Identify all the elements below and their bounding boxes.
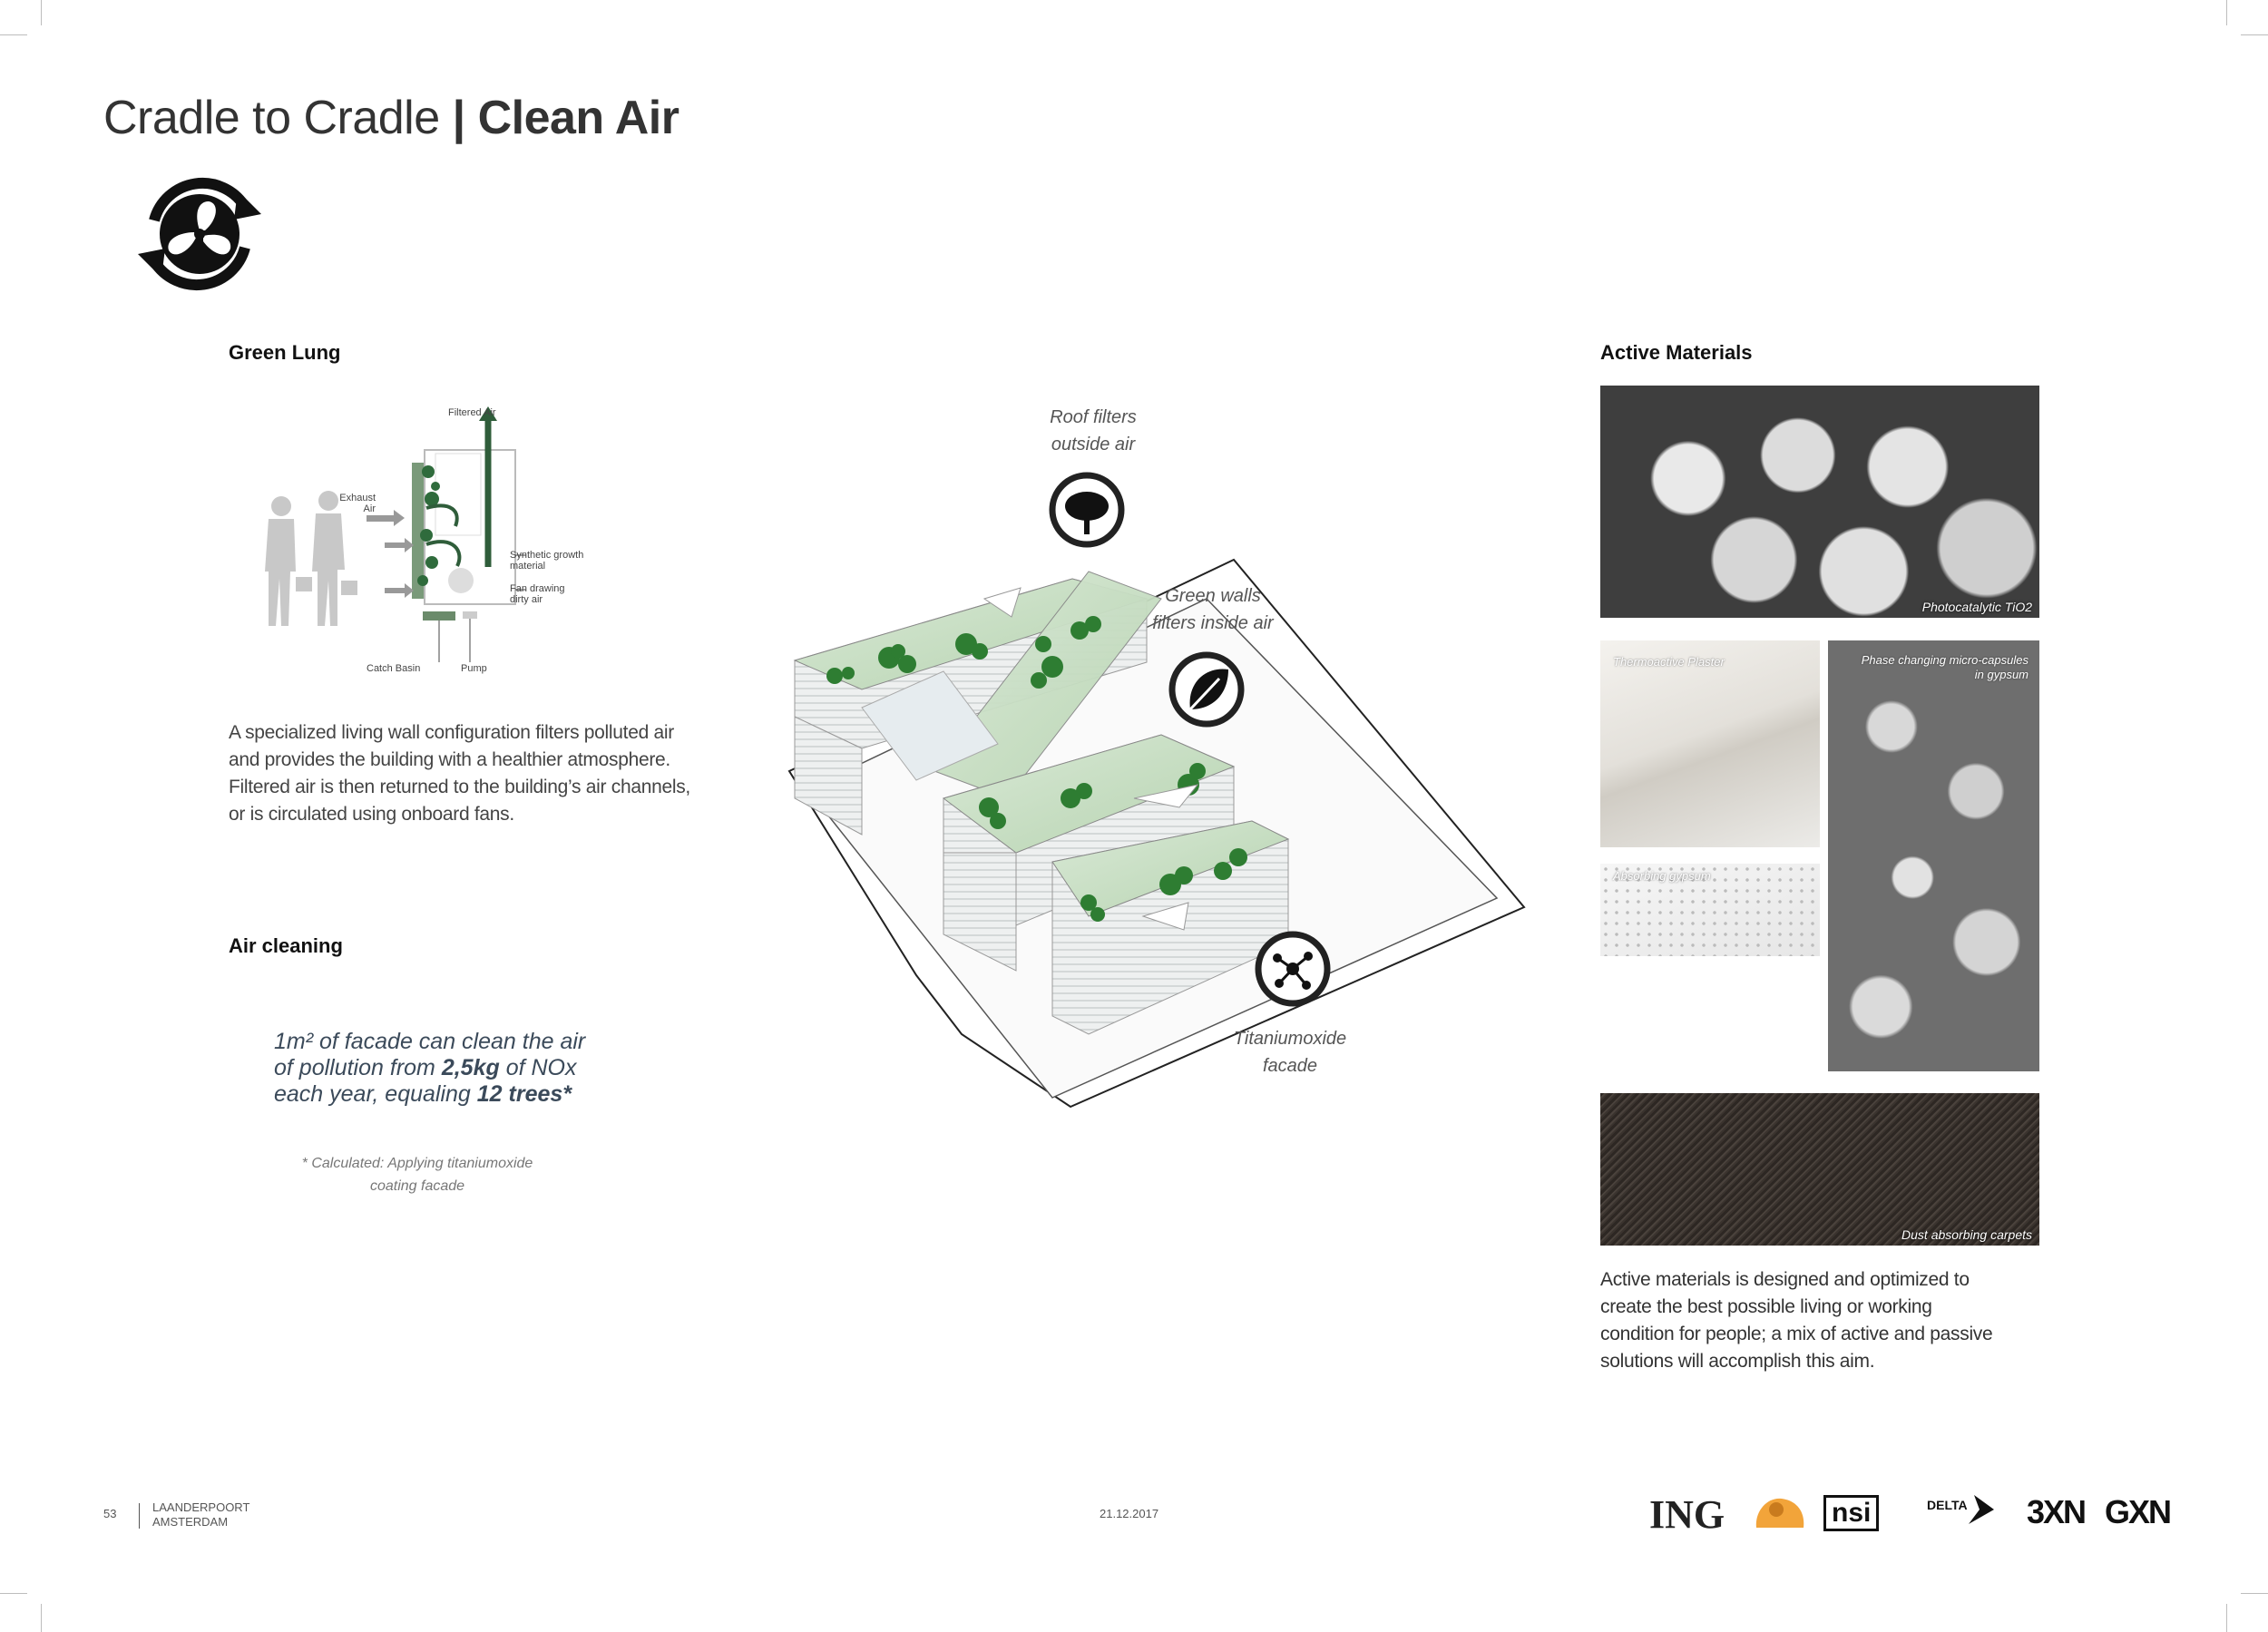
leaf-icon xyxy=(1168,651,1245,728)
note-line-1: * Calculated: Applying titaniumoxide xyxy=(301,1156,533,1171)
nsi-logo: nsi xyxy=(1823,1495,1880,1531)
fan-cycle-icon xyxy=(138,177,261,291)
stat-line-3: each year, equaling 12 trees* xyxy=(274,1081,655,1108)
footer-date: 21.12.2017 xyxy=(1100,1507,1159,1520)
air-cleaning-heading: Air cleaning xyxy=(229,934,343,957)
pcm-caption: Phase changing micro-capsules in gypsum xyxy=(1862,653,2028,682)
label-synthetic: Synthetic growth material xyxy=(510,550,584,572)
project-name: LAANDERPOORT AMSTERDAM xyxy=(152,1500,249,1529)
crop-mark xyxy=(2241,1593,2268,1594)
ing-lion-icon xyxy=(1755,1498,1804,1528)
tio2-photo: Photocatalytic TiO2 xyxy=(1600,386,2039,618)
stat-line-2: of pollution from 2,5kg of NOx xyxy=(274,1055,655,1081)
gxn-logo: GXN xyxy=(2105,1493,2172,1530)
label-filtered-air: Filtered Air xyxy=(448,407,496,418)
molecule-icon xyxy=(1255,931,1331,1007)
roof-label: Roof filters outside air xyxy=(1002,404,1184,458)
green-lung-description: A specialized living wall configuration … xyxy=(229,722,690,825)
crop-mark xyxy=(0,1593,27,1594)
label-fan: Fan drawing dirty air xyxy=(510,583,565,605)
roof-label-line-1: Roof filters xyxy=(1050,407,1137,427)
label-catch-basin: Catch Basin xyxy=(367,663,421,674)
facade-label-line-2: facade xyxy=(1262,1056,1318,1076)
title-light: Cradle to Cradle xyxy=(103,92,440,144)
crop-mark xyxy=(2226,1604,2227,1632)
ing-logo: ING xyxy=(1649,1492,1725,1537)
pcm-caption-line-2: in gypsum xyxy=(1974,668,2028,681)
note-line-2: coating facade xyxy=(369,1178,465,1194)
pcm-caption-line-1: Phase changing micro-capsules xyxy=(1861,653,2028,667)
crop-mark xyxy=(2241,34,2268,35)
air-cleaning-stat: 1m² of facade can clean the air of pollu… xyxy=(274,1029,655,1108)
roof-label-line-2: outside air xyxy=(1051,435,1136,454)
stat-value-trees: 12 trees* xyxy=(476,1081,572,1107)
stat-text: of NOx xyxy=(499,1055,577,1080)
stat-text: of pollution from xyxy=(274,1055,442,1080)
gypsum-caption: Absorbing gypsum xyxy=(1613,869,1711,883)
living-wall-diagram xyxy=(265,406,526,662)
building-illustration xyxy=(787,472,1526,1109)
crop-mark xyxy=(41,0,42,25)
facade-label-line-1: Titaniumoxide xyxy=(1233,1029,1347,1049)
delta-arrow-icon xyxy=(1969,1495,1994,1524)
green-lung-heading: Green Lung xyxy=(229,341,341,364)
thermo-plaster-photo: Thermoactive Plaster xyxy=(1600,640,1820,847)
project-line-2: AMSTERDAM xyxy=(152,1515,229,1529)
footer-divider xyxy=(139,1503,140,1529)
stat-value-nox: 2,5kg xyxy=(441,1055,500,1080)
delta-logo: DELTA xyxy=(1927,1498,1968,1512)
page-title: Cradle to Cradle | Clean Air xyxy=(103,91,679,145)
crop-mark xyxy=(0,34,27,35)
carpet-photo: Dust absorbing carpets xyxy=(1600,1093,2039,1246)
wall-label-line-1: Green walls xyxy=(1165,586,1261,606)
facade-label: Titaniumoxide facade xyxy=(1199,1025,1381,1080)
thermo-caption: Thermoactive Plaster xyxy=(1613,655,1725,669)
crop-mark xyxy=(41,1604,42,1632)
absorbing-gypsum-photo: Absorbing gypsum xyxy=(1600,864,1820,956)
3xn-logo: 3XN xyxy=(2027,1493,2087,1530)
label-pump: Pump xyxy=(461,663,487,674)
active-materials-description: Active materials is designed and optimiz… xyxy=(1600,1269,1993,1372)
title-bold: | Clean Air xyxy=(452,92,679,144)
project-line-1: LAANDERPOORT xyxy=(152,1500,250,1514)
tree-icon xyxy=(1049,472,1125,548)
carpet-caption: Dust absorbing carpets xyxy=(1901,1227,2032,1242)
stat-line-1: 1m² of facade can clean the air xyxy=(274,1029,586,1054)
tio2-caption: Photocatalytic TiO2 xyxy=(1921,600,2032,614)
wall-label-line-2: filters inside air xyxy=(1152,613,1274,633)
stat-text: each year, equaling xyxy=(274,1081,477,1107)
pcm-gypsum-photo: Phase changing micro-capsules in gypsum xyxy=(1828,640,2039,1071)
air-cleaning-note: * Calculated: Applying titaniumoxide coa… xyxy=(272,1152,562,1197)
active-materials-heading: Active Materials xyxy=(1600,341,1753,364)
wall-label: Green walls filters inside air xyxy=(1122,582,1304,637)
crop-mark xyxy=(2226,0,2227,25)
page-number: 53 xyxy=(103,1507,117,1520)
label-exhaust-air: Exhaust Air xyxy=(339,493,376,514)
